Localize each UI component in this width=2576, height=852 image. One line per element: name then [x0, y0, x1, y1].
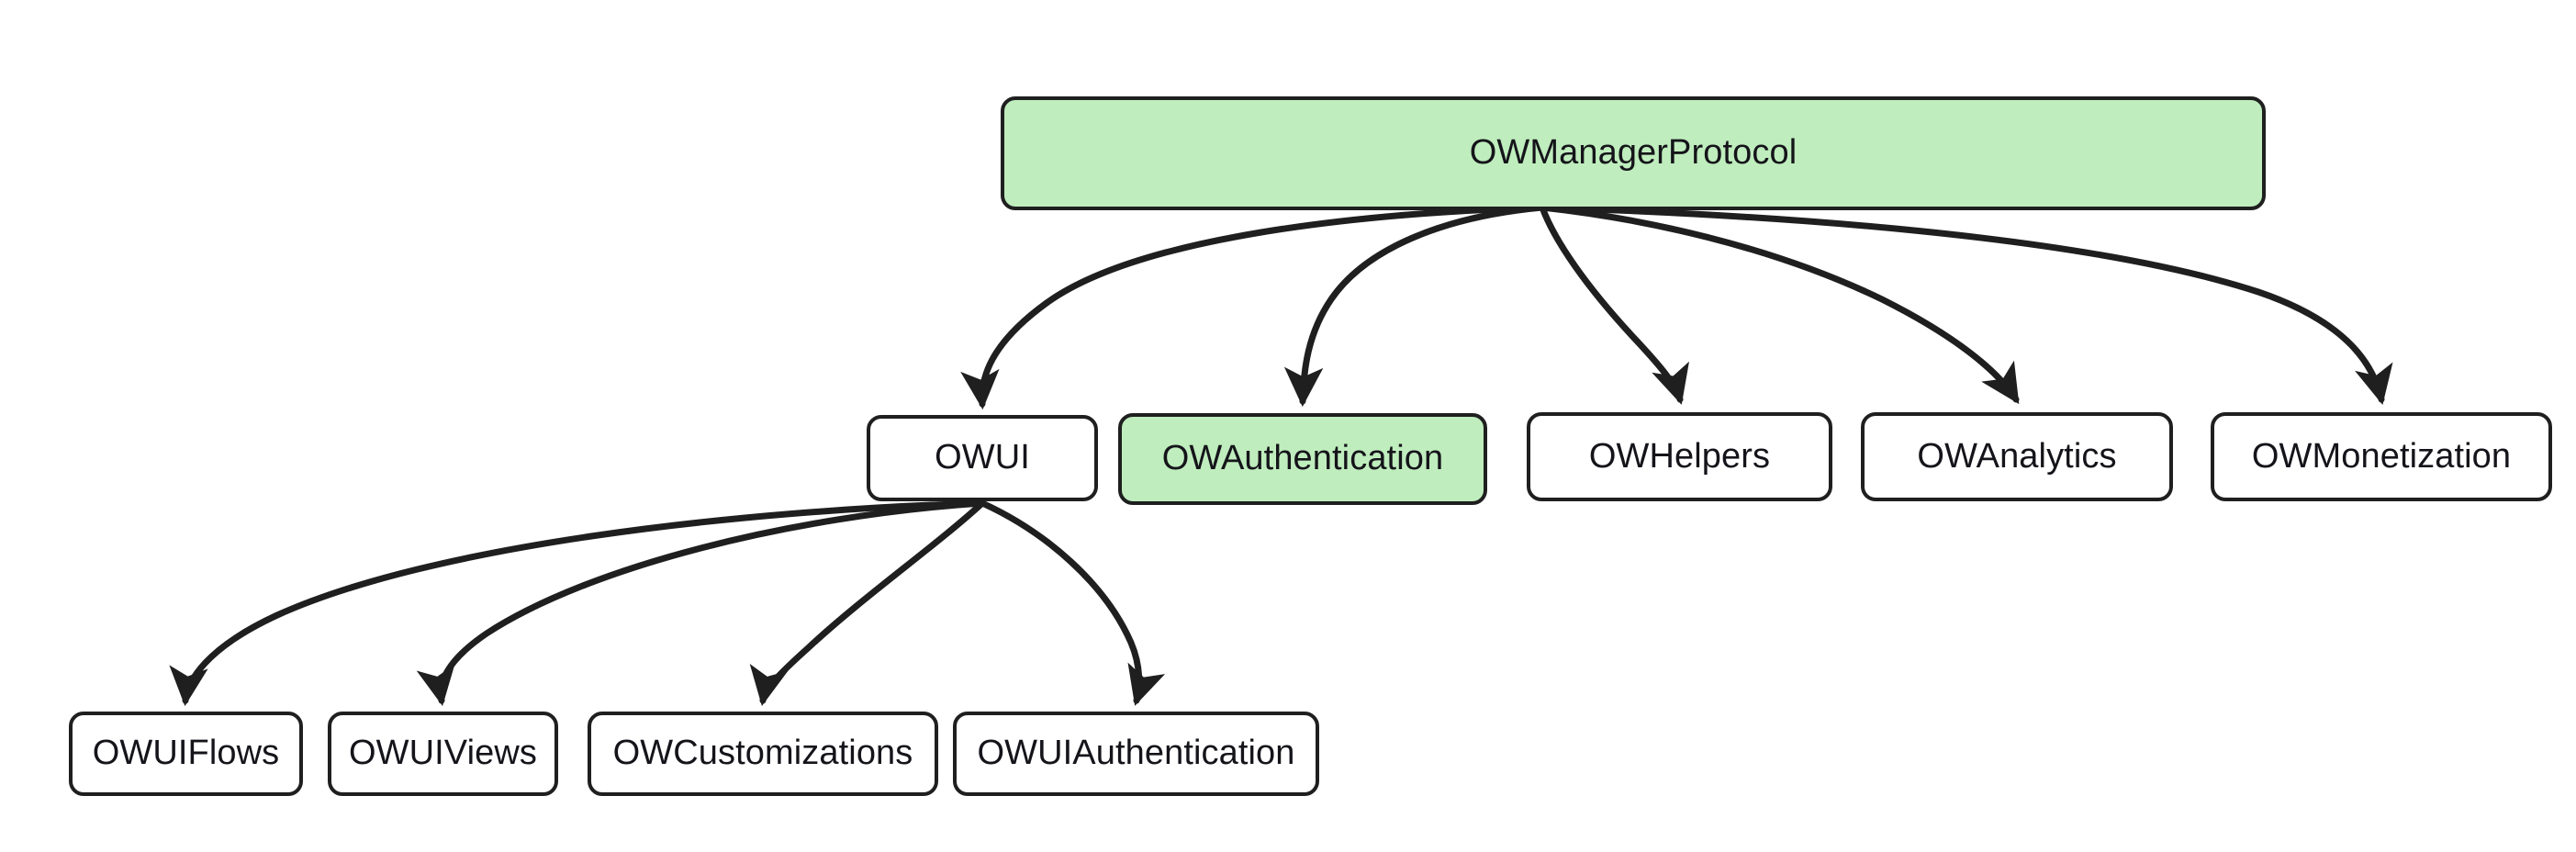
node-label-owcustomizations: OWCustomizations	[612, 734, 913, 773]
node-label-owanalytics: OWAnalytics	[1917, 436, 2117, 476]
node-label-owuiauthentication: OWUIAuthentication	[977, 734, 1295, 773]
node-owmanagerprotocol[interactable]: OWManagerProtocol	[1001, 96, 2266, 210]
node-label-owuiviews: OWUIViews	[348, 734, 537, 773]
node-owauthentication[interactable]: OWAuthentication	[1118, 413, 1487, 505]
node-owcustomizations[interactable]: OWCustomizations	[588, 712, 938, 796]
node-owuiauthentication[interactable]: OWUIAuthentication	[953, 712, 1319, 796]
node-label-owmanagerprotocol: OWManagerProtocol	[1469, 133, 1798, 173]
node-label-owui: OWUI	[935, 438, 1030, 477]
node-owui[interactable]: OWUI	[867, 415, 1098, 501]
node-owanalytics[interactable]: OWAnalytics	[1861, 412, 2173, 501]
node-label-owauthentication: OWAuthentication	[1161, 439, 1444, 478]
node-owuiviews[interactable]: OWUIViews	[328, 712, 558, 796]
node-label-owhelpers: OWHelpers	[1588, 436, 1771, 476]
node-owmonetization[interactable]: OWMonetization	[2211, 412, 2552, 501]
node-owuiflows[interactable]: OWUIFlows	[69, 712, 303, 796]
node-label-owmonetization: OWMonetization	[2251, 436, 2512, 476]
node-label-owuiflows: OWUIFlows	[92, 734, 280, 773]
node-owhelpers[interactable]: OWHelpers	[1527, 412, 1832, 501]
